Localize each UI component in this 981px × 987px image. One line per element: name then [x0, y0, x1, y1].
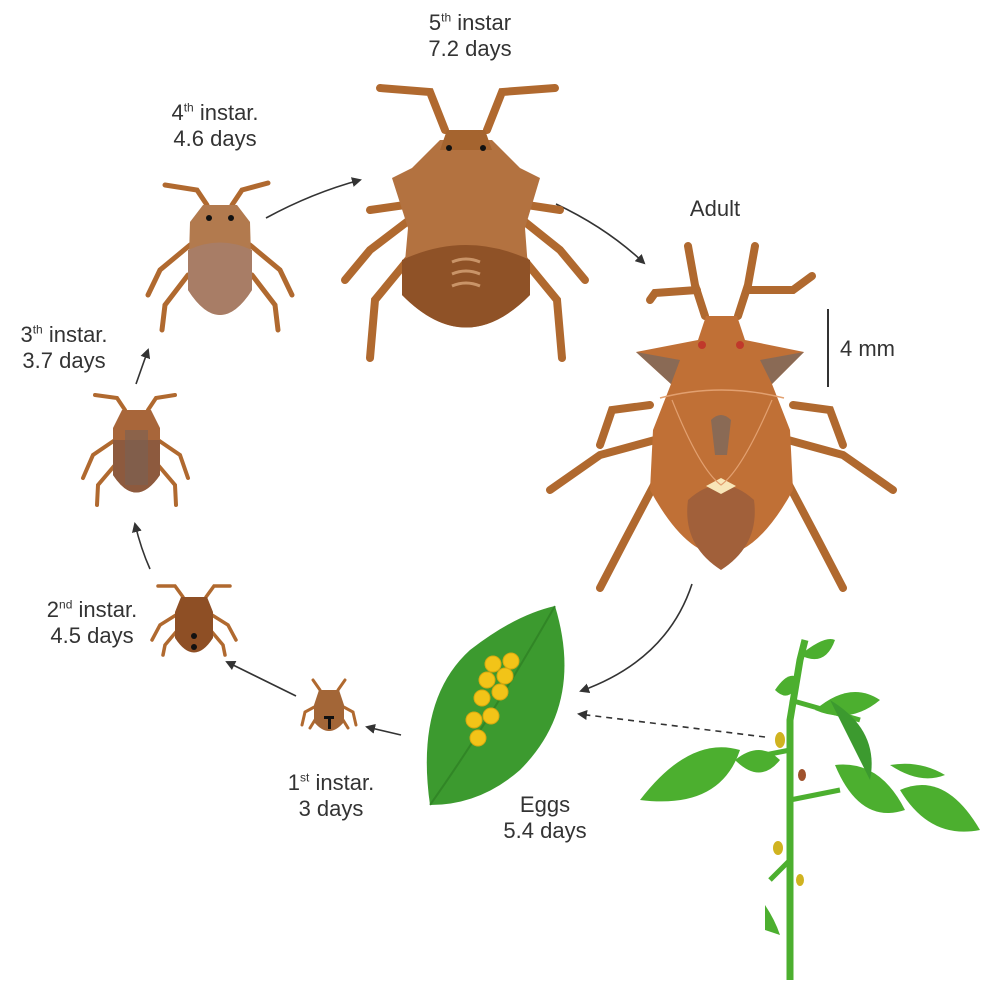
duration-third-instar: 3.7 days: [0, 348, 128, 374]
duration-second-instar: 4.5 days: [22, 623, 162, 649]
arrow-1st-to-2nd: [227, 662, 296, 696]
arrow-3rd-to-4th: [136, 350, 148, 384]
third-instar-nymph: [83, 395, 188, 505]
first-instar-nymph: [302, 680, 356, 731]
arrow-2nd-to-3rd: [135, 524, 150, 569]
fifth-instar-nymph: [345, 88, 585, 358]
arrow-4th-to-5th: [266, 180, 360, 218]
label-fifth-instar: 5th instar 7.2 days: [395, 10, 545, 62]
label-third-instar: 3th instar. 3.7 days: [0, 322, 128, 374]
second-instar-nymph: [152, 586, 236, 655]
host-plant: [640, 639, 980, 980]
label-first-instar: 1st instar. 3 days: [265, 770, 397, 822]
adult-bug: [550, 246, 893, 588]
label-fourth-instar: 4th instar. 4.6 days: [140, 100, 290, 152]
arrow-adult-to-eggs: [581, 584, 692, 691]
egg-leaf: [427, 606, 565, 805]
arrow-eggs-to-1st: [367, 727, 401, 735]
duration-fourth-instar: 4.6 days: [140, 126, 290, 152]
duration-fifth-instar: 7.2 days: [395, 36, 545, 62]
label-second-instar: 2nd instar. 4.5 days: [22, 597, 162, 649]
arrow-5th-to-adult: [556, 204, 644, 263]
fourth-instar-nymph: [148, 183, 292, 330]
duration-eggs: 5.4 days: [470, 818, 620, 844]
label-adult: Adult: [670, 196, 760, 222]
label-eggs: Eggs 5.4 days: [470, 792, 620, 844]
duration-first-instar: 3 days: [265, 796, 397, 822]
arrow-plant-to-eggs: [579, 714, 765, 737]
scale-bar-label: 4 mm: [840, 336, 920, 362]
